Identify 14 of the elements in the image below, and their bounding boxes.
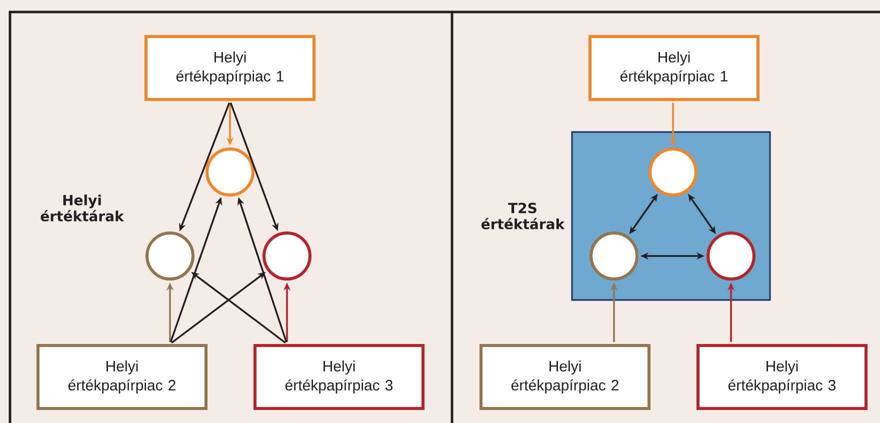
depository-circle (648, 148, 698, 196)
group-label: Helyi értéktárak (40, 194, 124, 222)
market-box: Helyi értékpapírpiac 3 (254, 344, 424, 410)
market-box: Helyi értékpapírpiac 1 (588, 35, 760, 101)
depository-circle (206, 148, 254, 196)
depository-circle (706, 232, 756, 280)
market-box: Helyi értékpapírpiac 2 (480, 344, 650, 410)
node-label: T2S értéktárak (481, 202, 565, 230)
market-box: Helyi értékpapírpiac 2 (36, 344, 208, 410)
market-box: Helyi értékpapírpiac 3 (696, 344, 868, 410)
depository-circle (146, 232, 194, 280)
market-box: Helyi értékpapírpiac 1 (144, 35, 316, 101)
depository-circle (590, 232, 638, 280)
depository-circle (262, 232, 312, 280)
